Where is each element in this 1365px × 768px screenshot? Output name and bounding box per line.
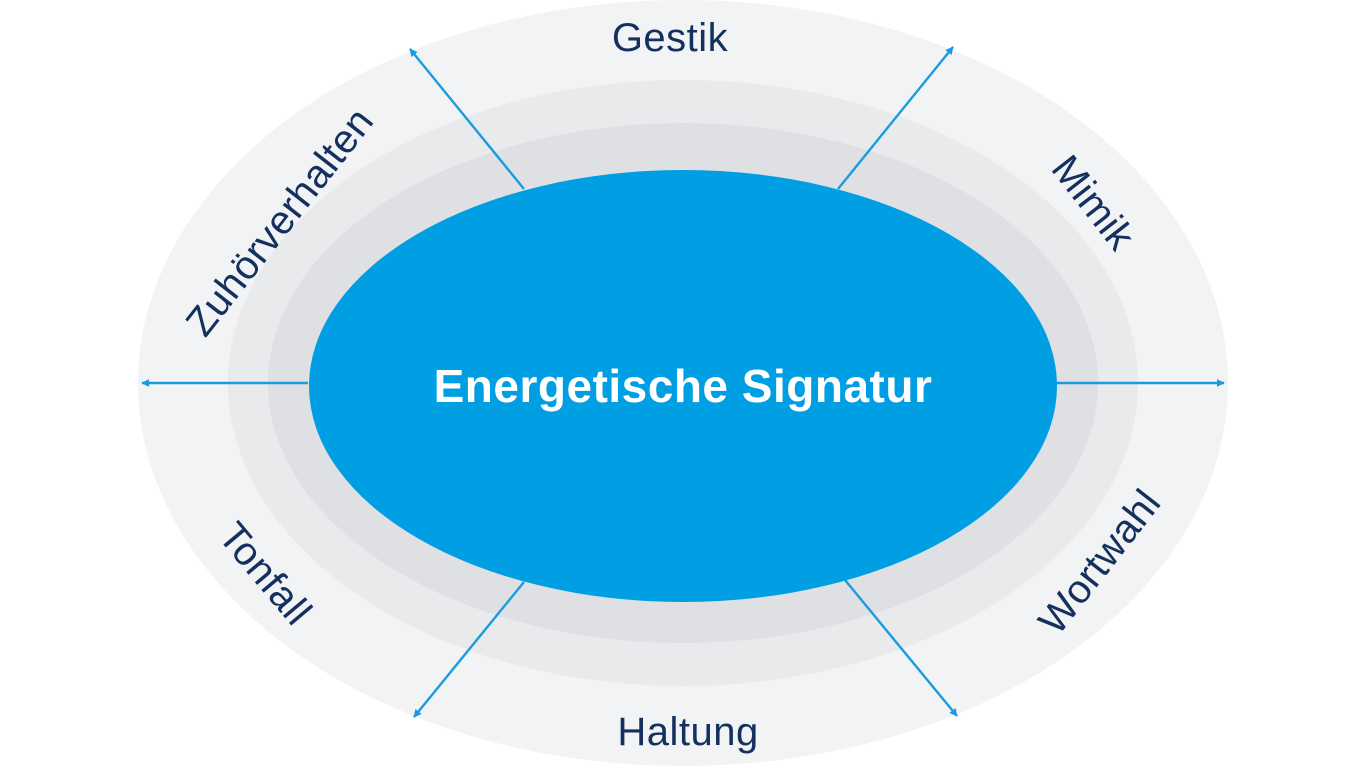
arrow-top-left [409, 48, 525, 190]
center-ellipse [309, 170, 1057, 602]
arrow-bottom-left [413, 581, 525, 718]
arrow-top-right [837, 46, 954, 190]
arrows [141, 46, 1225, 718]
label-haltung: Haltung [617, 710, 758, 754]
center-label: Energetische Signatur [434, 360, 933, 412]
arrow-bottom-right [844, 579, 958, 717]
label-gestik: Gestik [612, 16, 729, 60]
